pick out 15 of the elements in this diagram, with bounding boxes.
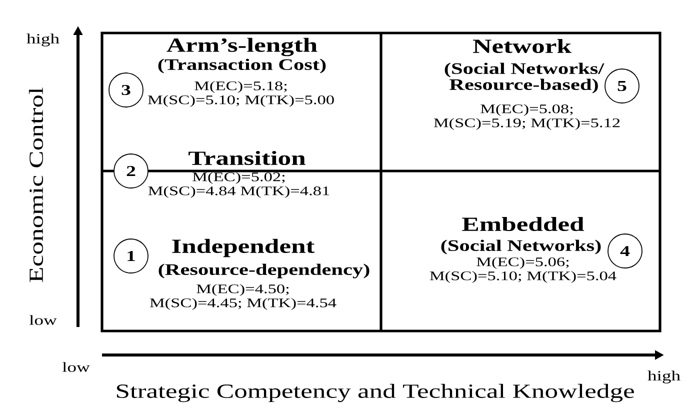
axis-title: Economic Control (28, 88, 44, 282)
quadrant-subheading: (Social Networks/ Resource-based) (444, 62, 604, 94)
quadrant-subheading: (Social Networks) (441, 240, 601, 254)
statistics-text: M(EC)=5.02; M(SC)=4.84 M(TK)=4.81 (148, 172, 330, 198)
axis-title: Strategic Competency and Technical Knowledge (116, 384, 634, 402)
statistics-text: M(EC)=5.18; M(SC)=5.10; M(TK)=5.00 (148, 81, 334, 107)
quadrant-heading: Transition (188, 150, 306, 166)
axis-end-label: low (62, 362, 90, 372)
quadrant-subheading: (Transaction Cost) (158, 58, 326, 74)
axis-end-label: low (29, 315, 57, 325)
statistics-text: M(EC)=4.50; M(SC)=4.45; M(TK)=4.54 (150, 284, 336, 310)
axis-end-label: high (648, 370, 680, 384)
quadrant-heading: Independent (172, 238, 315, 258)
axis-end-label: high (26, 34, 60, 46)
statistics-text: M(EC)=5.08; M(SC)=5.19; M(TK)=5.12 (434, 104, 620, 130)
